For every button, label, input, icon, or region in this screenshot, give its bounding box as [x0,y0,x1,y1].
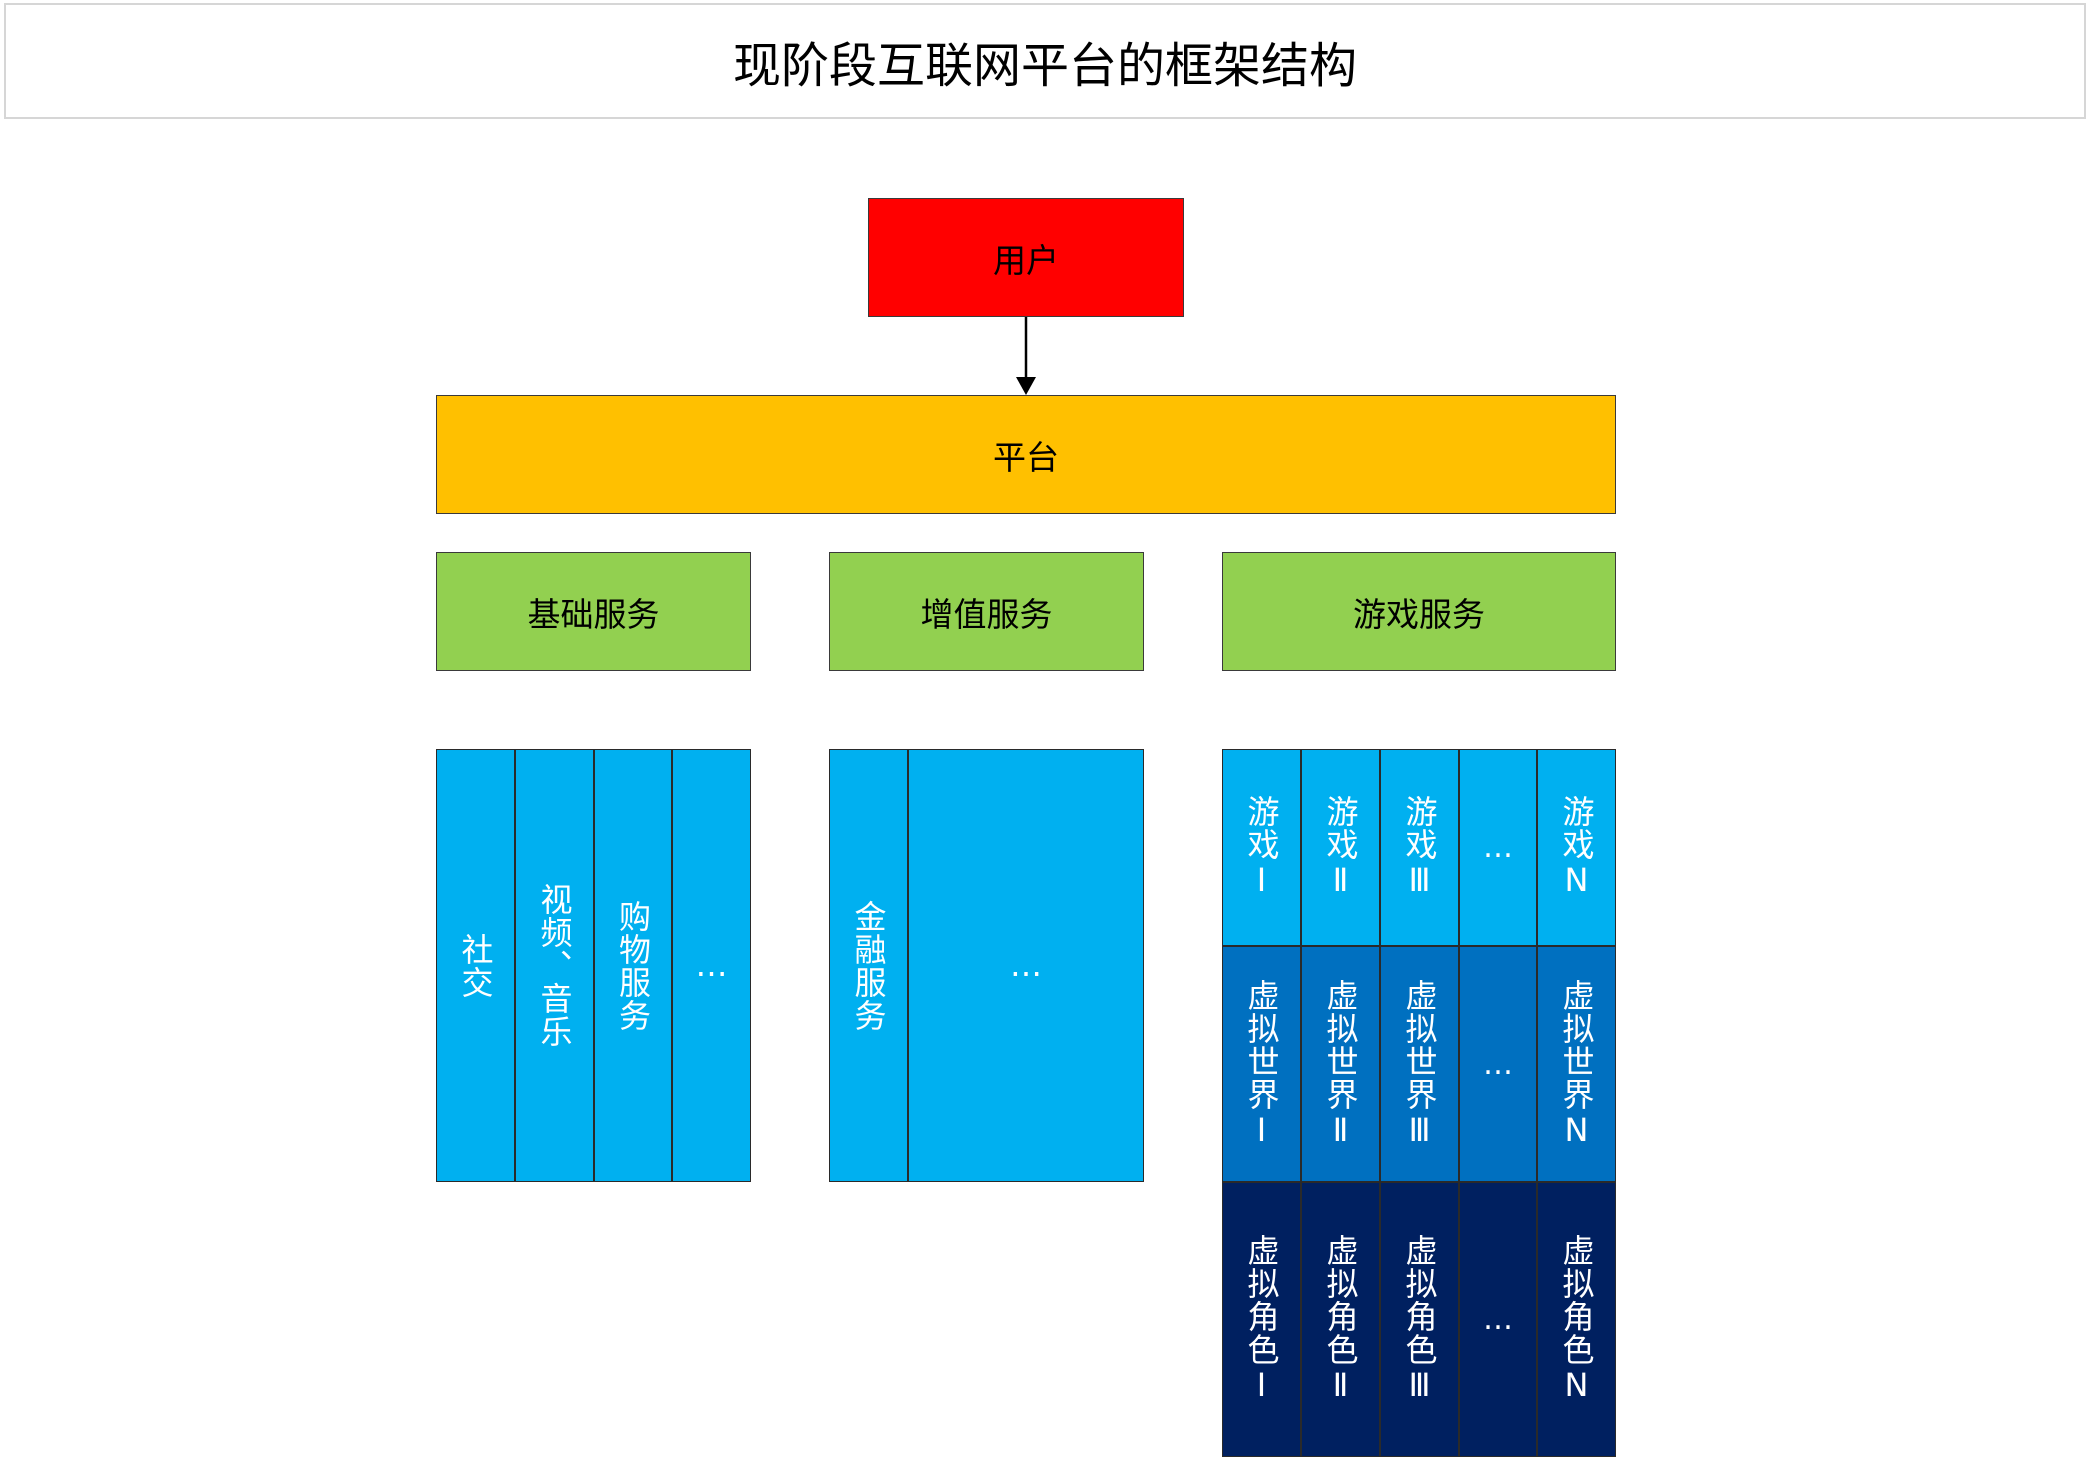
value-added-service-box: 增值服务 [829,552,1144,671]
arrow-user-to-platform [1016,317,1036,395]
basic-service-label: 基础服务 [527,594,660,634]
virtual-character-label: … [1483,1302,1513,1337]
game-cell: 游戏Ⅲ [1380,749,1459,946]
virtual-world-cell: 虚拟世界Ⅱ [1301,946,1380,1182]
virtual-world-cell: … [1459,946,1537,1182]
game-service-box: 游戏服务 [1222,552,1616,671]
virtual-world-cell: 虚拟世界Ⅰ [1222,946,1301,1182]
virtual-character-label: 虚拟角色Ⅲ [1400,1234,1439,1405]
basic-column-label: … [692,946,731,985]
virtual-character-cell: … [1459,1182,1537,1457]
user-label: 用户 [993,240,1059,280]
basic-column-social: 社交 [436,749,515,1182]
platform-box: 平台 [436,395,1616,514]
basic-column-shopping: 购物服务 [594,749,672,1182]
game-cell: … [1459,749,1537,946]
game-label: 游戏Ⅰ [1242,795,1281,900]
basic-column-label: 社交 [456,932,495,999]
value-column-finance: 金融服务 [829,749,908,1182]
virtual-world-label: 虚拟世界Ⅲ [1400,978,1439,1150]
virtual-character-cell: 虚拟角色Ⅲ [1380,1182,1459,1457]
virtual-character-label: 虚拟角色Ⅰ [1242,1234,1281,1405]
value-column-more: … [908,749,1144,1182]
virtual-world-cell: 虚拟世界Ⅲ [1380,946,1459,1182]
game-cell: 游戏Ⅱ [1301,749,1380,946]
value-added-service-label: 增值服务 [920,594,1053,634]
basic-column-video-music: 视频、音乐 [515,749,594,1182]
game-cell: 游戏Ⅰ [1222,749,1301,946]
value-column-label: … [1007,946,1045,985]
basic-column-more: … [672,749,751,1182]
title-bar: 现阶段互联网平台的框架结构 [4,3,2086,119]
user-box: 用户 [868,198,1184,317]
virtual-world-cell: 虚拟世界N [1537,946,1616,1182]
virtual-character-cell: 虚拟角色Ⅰ [1222,1182,1301,1457]
diagram-title: 现阶段互联网平台的框架结构 [732,38,1357,94]
basic-service-box: 基础服务 [436,552,751,671]
game-label: … [1483,830,1513,865]
platform-label: 平台 [993,437,1059,477]
virtual-world-label: 虚拟世界Ⅰ [1242,978,1281,1150]
game-cell: 游戏N [1537,749,1616,946]
basic-column-label: 购物服务 [614,899,652,1032]
virtual-world-label: 虚拟世界Ⅱ [1321,978,1360,1150]
virtual-world-label: … [1483,1046,1513,1082]
virtual-character-label: 虚拟角色N [1557,1234,1596,1405]
game-label: 游戏Ⅲ [1400,795,1439,900]
value-column-label: 金融服务 [849,899,888,1032]
virtual-character-label: 虚拟角色Ⅱ [1321,1234,1360,1405]
game-label: 游戏Ⅱ [1321,795,1360,900]
game-service-label: 游戏服务 [1353,594,1485,634]
basic-column-label: 视频、音乐 [535,883,574,1048]
virtual-character-cell: 虚拟角色N [1537,1182,1616,1457]
virtual-world-label: 虚拟世界N [1557,978,1596,1150]
virtual-character-cell: 虚拟角色Ⅱ [1301,1182,1380,1457]
game-label: 游戏N [1557,795,1596,900]
